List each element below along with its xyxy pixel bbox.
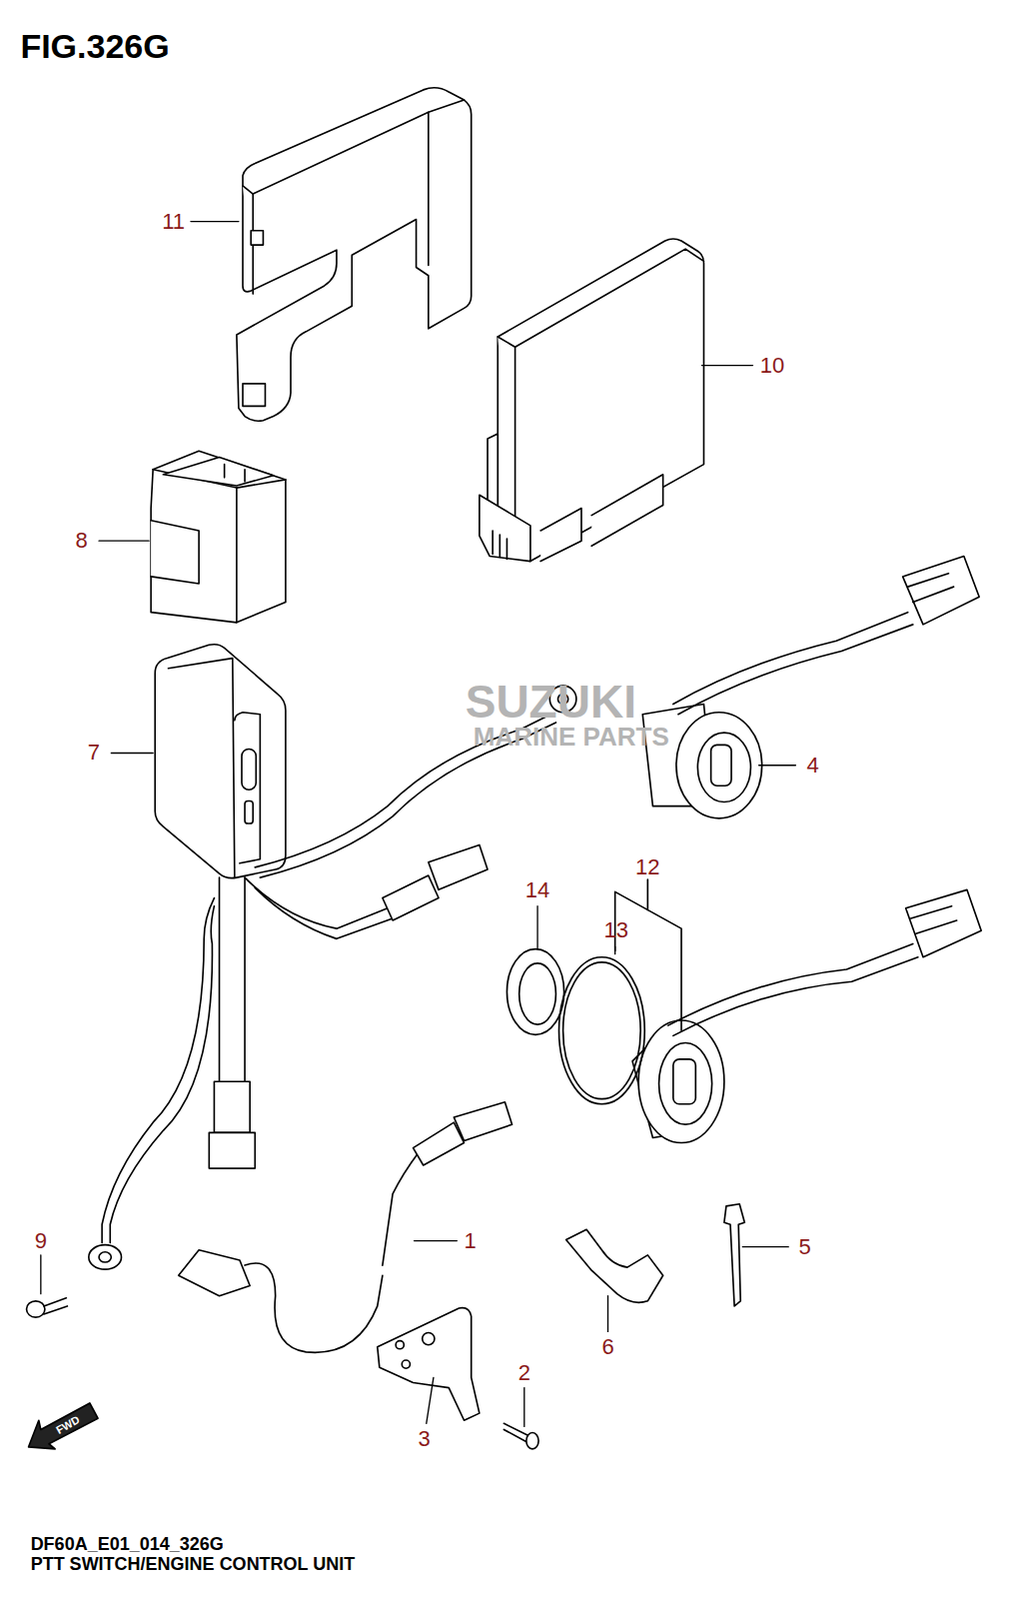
ptt-switch — [642, 555, 980, 818]
watermark: MARINE PARTS — [473, 723, 670, 750]
callout-number: 5 — [798, 1235, 811, 1258]
bolt — [26, 1297, 68, 1317]
callout-number: 12 — [635, 856, 660, 879]
callout-number: 7 — [87, 741, 100, 764]
watermark: SUZUKI — [465, 678, 637, 725]
callout-number: 4 — [807, 754, 820, 777]
sensor-bracket — [377, 1307, 480, 1421]
relay — [150, 450, 286, 623]
callout-number: 13 — [603, 919, 628, 942]
callout-number: 11 — [161, 210, 185, 233]
callout-number: 3 — [418, 1427, 431, 1450]
callout-number: 6 — [601, 1335, 614, 1358]
figure-code: DF60A_E01_014_326G — [30, 1534, 224, 1553]
leader-lines — [40, 221, 797, 1427]
callout-number: 8 — [75, 529, 88, 552]
figure-caption: PTT SWITCH/ENGINE CONTROL UNIT — [30, 1554, 356, 1573]
wire-clip — [566, 1228, 664, 1302]
callout-number: 14 — [525, 879, 550, 902]
group-bracket — [615, 879, 682, 1030]
engine-control-unit — [479, 238, 705, 562]
ptt-switch-assy — [506, 889, 982, 1142]
screw — [503, 1422, 539, 1449]
figure-title: FIG.326G — [19, 28, 169, 63]
callout-number: 2 — [518, 1361, 531, 1384]
cable-tie — [724, 1203, 745, 1306]
callout-number: 9 — [34, 1229, 47, 1252]
ecu-cover — [236, 87, 472, 421]
callout-number: 1 — [464, 1229, 477, 1252]
callout-number: 10 — [760, 354, 785, 377]
fwd-arrow — [28, 1402, 98, 1449]
